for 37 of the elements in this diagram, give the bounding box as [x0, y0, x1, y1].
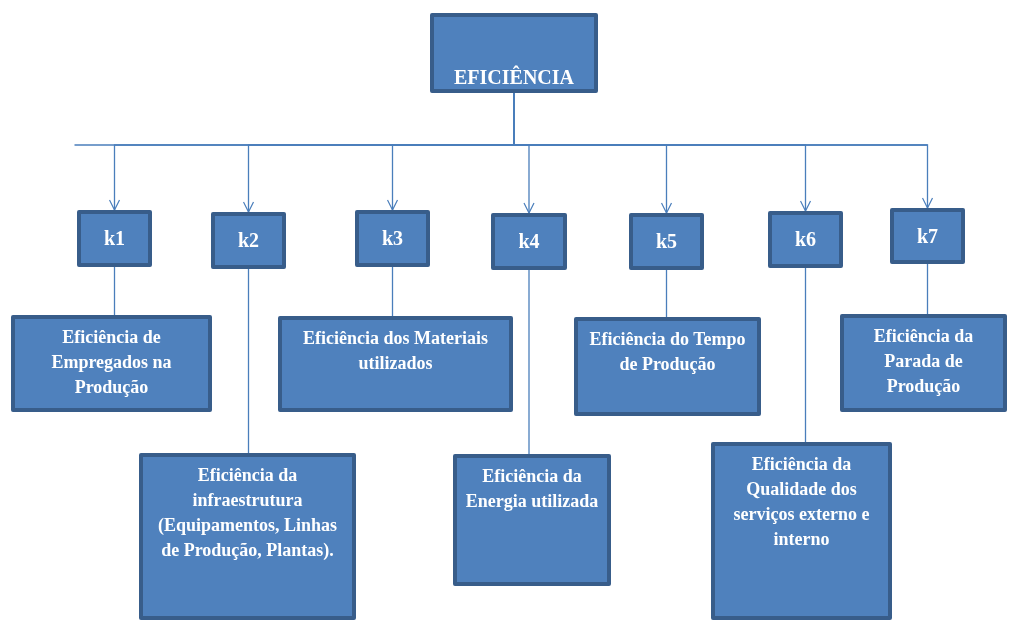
key-box: [629, 213, 704, 270]
box-label: k4: [517, 229, 541, 254]
connector-line: [665, 269, 668, 318]
box-label: k7: [915, 224, 940, 249]
box-label: Eficiência da infraestrutura (Equipamentos, Linhas de Produção, Plantas).: [156, 464, 339, 562]
box-label: Eficiência de Empregados na Produção: [50, 326, 173, 399]
box-label: k5: [654, 229, 679, 254]
connector-line: [247, 268, 250, 454]
metric-box: [139, 453, 356, 620]
box-label: Eficiência dos Materiais utilizados: [302, 327, 489, 375]
connector-line: [528, 269, 530, 455]
box-label: k6: [793, 227, 818, 252]
connector-line: [804, 267, 807, 443]
key-box: [77, 210, 152, 267]
box-label: k2: [236, 228, 261, 253]
key-box: [355, 210, 430, 267]
metric-box: [574, 317, 761, 416]
box-label: k3: [380, 226, 405, 251]
metric-box: [711, 442, 892, 620]
metric-box: [840, 314, 1007, 412]
box-label: k1: [102, 226, 127, 251]
key-box: [491, 213, 567, 270]
box-label: Eficiência da Energia utilizada: [464, 465, 600, 513]
box-label: EFICIÊNCIA: [453, 64, 575, 90]
box-label: Eficiência do Tempo de Produção: [588, 328, 747, 376]
box-label: Eficiência da Parada de Produção: [872, 325, 975, 398]
metric-box: [278, 316, 513, 412]
key-box: [211, 212, 286, 269]
box-label: Eficiência da Qualidade dos serviços externo e interno: [732, 453, 871, 551]
key-box: [768, 211, 843, 268]
metric-box: [11, 315, 212, 412]
connector-line: [926, 263, 929, 315]
connector-line: [113, 266, 116, 316]
connector-line: [391, 266, 394, 317]
title-box: [430, 13, 598, 93]
key-box: [890, 208, 965, 264]
metric-box: [453, 454, 611, 586]
